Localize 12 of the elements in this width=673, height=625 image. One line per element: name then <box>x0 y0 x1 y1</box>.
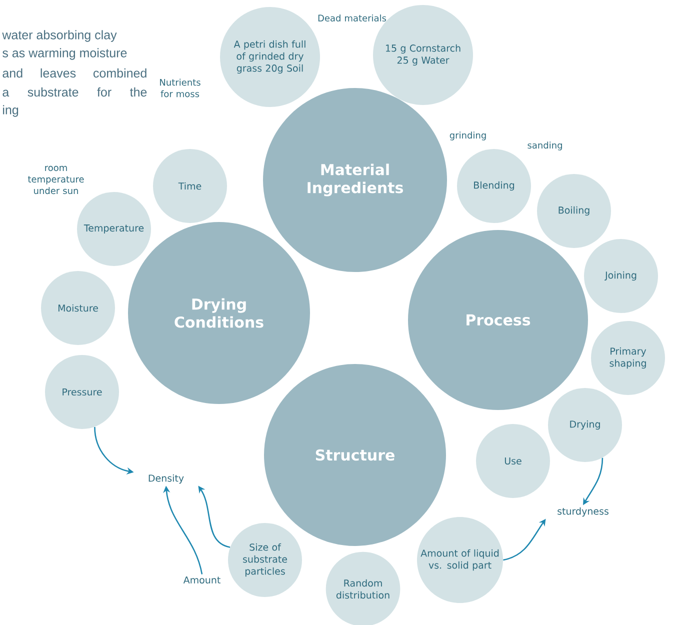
node-text: Density <box>148 474 184 484</box>
node-text: Amount <box>183 576 220 584</box>
paragraph-line: water absorbing clay <box>2 30 117 42</box>
note-text: sanding <box>528 142 562 150</box>
paragraph-line: s as warming moisture <box>2 48 127 60</box>
paragraph-line: ing <box>3 105 18 117</box>
note-text: room temperature under sun <box>28 166 84 194</box>
node-text: sturdyness <box>558 507 608 517</box>
paragraph-line: a substrate for the <box>2 87 147 97</box>
note-text: grinding <box>450 132 486 140</box>
note-text: Nutrients for moss <box>160 78 200 98</box>
paragraph-line: and leaves combined <box>2 68 146 78</box>
